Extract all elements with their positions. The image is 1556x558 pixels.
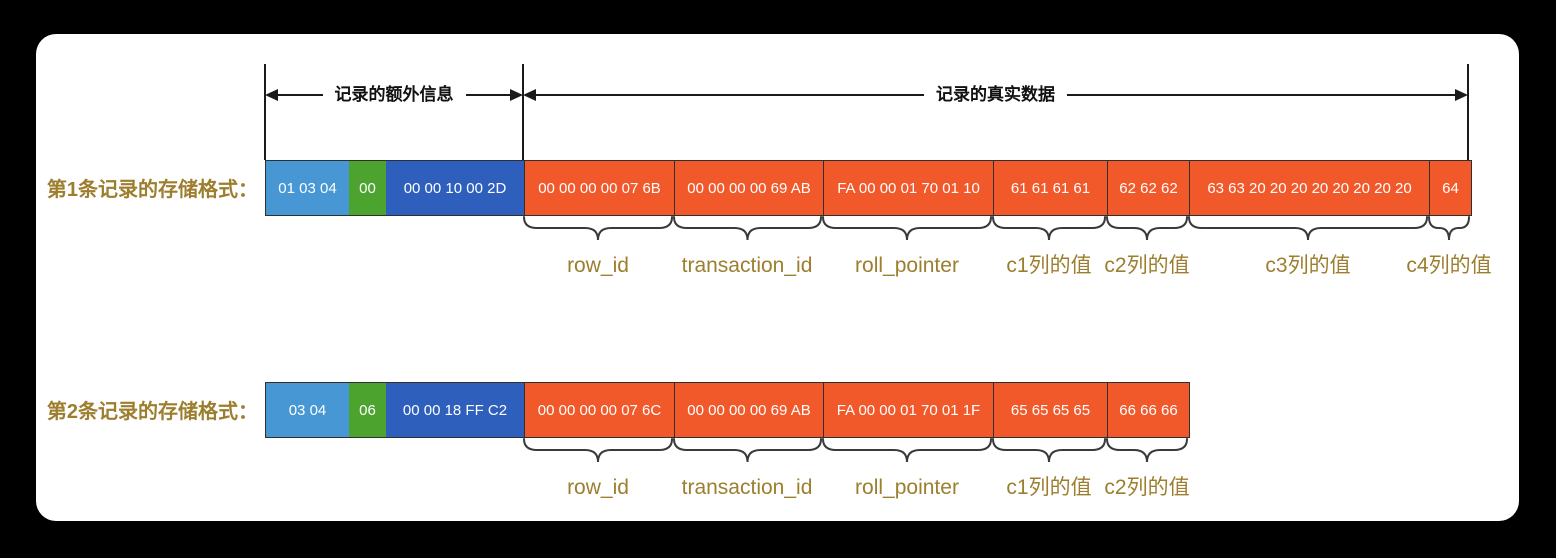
measure-line [465,94,510,96]
measure-line [1067,94,1455,96]
underbrace-icon [673,438,822,463]
field-label: c2列的值 [1104,476,1190,499]
segment-box: 00 00 10 00 2D [386,161,524,215]
record-1-title: 第1条记录的存储格式： [46,178,258,201]
arrowhead-right-icon [510,89,523,101]
segment-box: 00 [349,161,386,215]
field-label: c3列的值 [1265,254,1351,277]
measure-line [278,94,323,96]
arrowhead-left-icon [265,89,278,101]
field-label: transaction_id [681,254,813,277]
segment-box: FA 00 00 01 70 01 1F [823,383,993,437]
underbrace-icon [992,438,1106,463]
segment-box: 62 62 62 [1107,161,1189,215]
field-label: row_id [567,254,629,277]
arrowhead-right-icon [1455,89,1468,101]
segment-box: 06 [349,383,386,437]
measure-tick-right [1467,64,1469,160]
segment-box: 03 04 [266,383,349,437]
measure-label-extra-info: 记录的额外信息 [334,85,454,104]
field-label: transaction_id [681,476,813,499]
field-label: roll_pointer [855,254,959,277]
measure-arrow-extra-info: 记录的额外信息 [265,82,523,108]
field-label: c1列的值 [1006,476,1092,499]
segment-box: 66 66 66 [1107,383,1189,437]
underbrace-icon [1428,216,1470,241]
field-label: row_id [567,476,629,499]
record-2-strip: 03 04 06 00 00 18 FF C2 00 00 00 00 07 6… [265,382,1190,438]
underbrace-icon [1106,216,1188,241]
underbrace-icon [1188,216,1428,241]
underbrace-icon [673,216,822,241]
measure-tick-middle [522,64,524,160]
segment-box: 00 00 18 FF C2 [386,383,524,437]
arrowhead-left-icon [523,89,536,101]
segment-box: 64 [1429,161,1471,215]
field-label: roll_pointer [855,476,959,499]
record-1-strip: 01 03 04 00 00 00 10 00 2D 00 00 00 00 0… [265,160,1472,216]
segment-box: 61 61 61 61 [993,161,1107,215]
underbrace-icon [523,216,673,241]
segment-box: 00 00 00 00 69 AB [674,383,823,437]
diagram-panel: 记录的额外信息 记录的真实数据 第1条记录的存储格式： 01 03 04 00 … [36,34,1519,521]
segment-box: 00 00 00 00 69 AB [674,161,823,215]
record-2-title: 第2条记录的存储格式： [46,400,258,423]
underbrace-icon [523,438,673,463]
underbrace-icon [822,216,992,241]
field-label: c1列的值 [1006,254,1092,277]
measure-arrow-real-data: 记录的真实数据 [523,82,1468,108]
underbrace-icon [992,216,1106,241]
segment-box: 65 65 65 65 [993,383,1107,437]
underbrace-icon [822,438,992,463]
measure-label-real-data: 记录的真实数据 [936,85,1055,104]
measure-tick-left [264,64,266,160]
field-label: c2列的值 [1104,254,1190,277]
segment-box: 00 00 00 00 07 6B [524,161,674,215]
field-label: c4列的值 [1406,254,1492,277]
measure-line [536,94,924,96]
segment-box: 00 00 00 00 07 6C [524,383,674,437]
underbrace-icon [1106,438,1188,463]
segment-box: FA 00 00 01 70 01 10 [823,161,993,215]
segment-box: 63 63 20 20 20 20 20 20 20 20 [1189,161,1429,215]
segment-box: 01 03 04 [266,161,349,215]
